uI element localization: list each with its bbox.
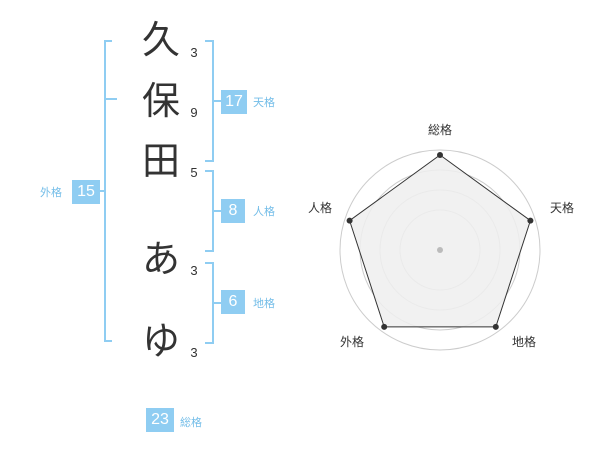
radar-point-4 [381,323,388,330]
name-char-4: あ [141,237,180,281]
radar-point-2 [527,217,534,224]
chikaku-badge: 6 [221,290,245,314]
radar-axis-label-tenkaku: 天格 [550,200,574,215]
stroke-count-2: 9 [190,105,198,120]
radar-ring-1 [339,149,541,351]
radar-point-3 [492,323,499,330]
name-char-2: 保 [141,79,180,123]
tenkaku-bracket-tick [214,100,221,102]
gaikaku-badge: 15 [72,180,100,204]
radar-point-1 [437,152,443,158]
soukaku-label: 総格 [180,416,202,429]
radar-axis-label-gaikaku: 外格 [340,334,364,349]
name-char-5: ゆ [141,319,180,363]
stroke-count-4: 3 [190,263,198,278]
chikaku-label: 地格 [253,297,275,310]
jinkaku-badge: 8 [221,199,245,223]
radar-axis-label-jinkaku: 人格 [308,200,332,215]
radar-axis-label-chikaku: 地格 [512,334,536,349]
tenkaku-label: 天格 [253,96,275,109]
stroke-count-5: 3 [190,345,198,360]
radar-shape [349,154,531,328]
chikaku-bracket [205,262,214,344]
jinkaku-bracket-tick [214,210,221,212]
jinkaku-bracket [205,170,214,252]
gaikaku-label: 外格 [40,186,62,199]
tenkaku-badge: 17 [221,90,247,114]
soukaku-badge: 23 [146,408,174,432]
jinkaku-label: 人格 [253,205,275,218]
tenkaku-bracket [205,40,214,162]
stroke-count-1: 3 [190,45,198,60]
stroke-count-3: 5 [190,165,198,180]
gaikaku-bracket-tick-upper [104,98,117,100]
radar-axis-label-soukaku: 総格 [428,122,452,137]
name-char-1: 久 [141,18,180,62]
radar-center-dot [437,247,443,253]
chikaku-bracket-tick [214,302,221,304]
name-char-3: 田 [141,139,180,183]
gaikaku-bracket-tick-mid [98,190,106,192]
radar-point-5 [346,217,353,224]
